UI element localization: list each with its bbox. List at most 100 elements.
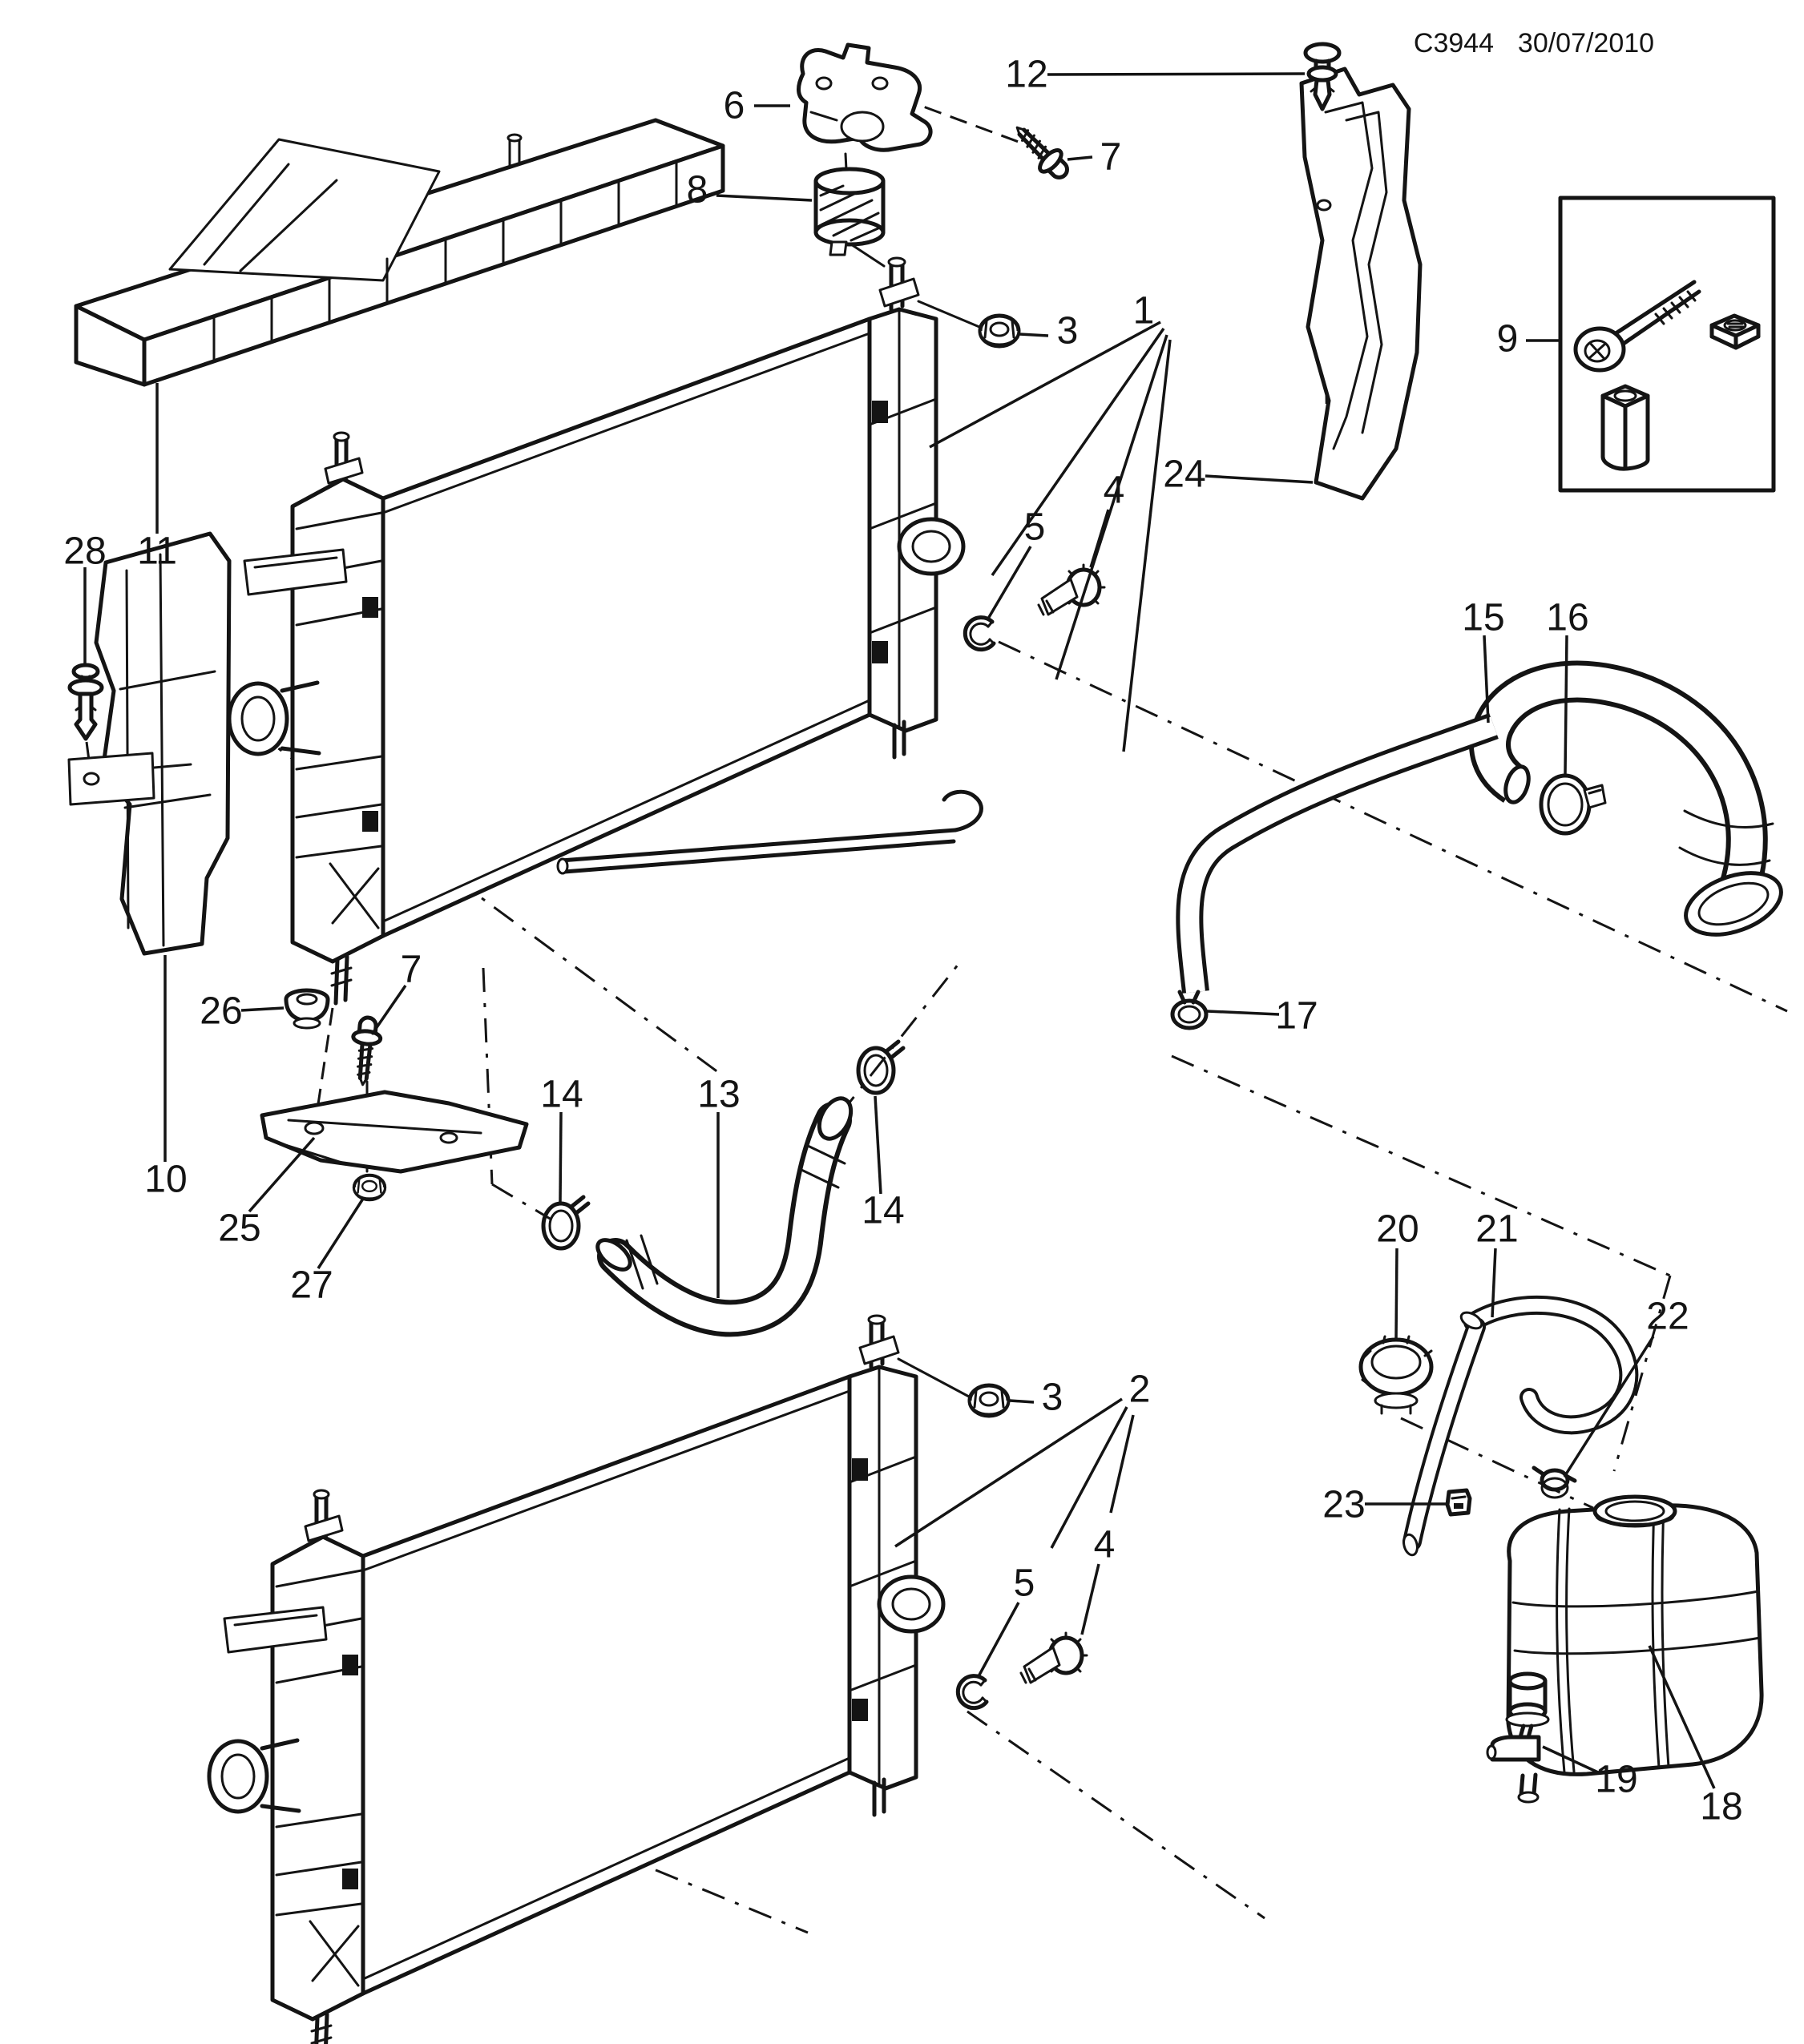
upper-crossmember <box>74 118 725 387</box>
lower-mount-bushing-26 <box>284 988 330 1030</box>
hose-clamp-14-left <box>543 1197 588 1248</box>
hardware-kit-9 <box>1558 196 1776 493</box>
hose-clamp-22 <box>1532 1465 1577 1499</box>
push-rivet-12 <box>1303 42 1342 111</box>
callout-label-14: 14 <box>862 1190 904 1232</box>
callout-label-4: 4 <box>1104 470 1125 512</box>
callout-label-26: 26 <box>200 990 242 1033</box>
callout-leader-12 <box>1047 72 1306 76</box>
radiator-1-upper <box>229 258 963 1003</box>
callout-leader-25 <box>248 1136 316 1213</box>
callout-label-27: 27 <box>290 1264 333 1307</box>
callout-label-7: 7 <box>401 949 422 991</box>
nut-3-upper <box>980 316 1019 346</box>
hose-clamp-14-right <box>858 1042 903 1093</box>
callout-label-23: 23 <box>1322 1484 1365 1526</box>
kit-square-nut <box>1709 313 1761 350</box>
drawing-code: C3944 <box>1414 28 1494 58</box>
callout-label-11: 11 <box>137 530 177 573</box>
callout-leader-15 <box>1483 635 1490 724</box>
screw-7-upper <box>1007 118 1074 184</box>
callout-leader-16 <box>1564 635 1568 775</box>
callout-leader-24 <box>1205 474 1314 484</box>
upper-hose-assembly <box>556 660 1783 1030</box>
callout-label-14: 14 <box>540 1074 583 1116</box>
hose-clamp-17 <box>1170 990 1209 1030</box>
lower-mount-bracket-25 <box>260 1090 529 1174</box>
retaining-clip-23 <box>1445 1488 1472 1517</box>
callout-leader-4 <box>1089 509 1110 568</box>
callout-label-21: 21 <box>1475 1208 1518 1251</box>
callout-leader-8 <box>716 194 813 202</box>
callout-label-10: 10 <box>144 1159 187 1201</box>
callout-leader-26 <box>240 1006 285 1012</box>
level-sensor-19 <box>1486 1671 1550 1762</box>
callout-leader-3 <box>1009 1399 1035 1404</box>
callout-label-25: 25 <box>218 1207 260 1250</box>
callout-leader-27 <box>317 1198 365 1269</box>
drain-cock-4-upper <box>1039 565 1104 615</box>
kit-spacer-sleeve <box>1600 384 1650 471</box>
clip-5-upper <box>965 618 994 650</box>
callout-leader-18 <box>1648 1645 1716 1789</box>
kit-bolt <box>1573 280 1701 373</box>
callout-label-24: 24 <box>1163 454 1205 496</box>
callout-label-3: 3 <box>1042 1377 1063 1419</box>
callout-label-2: 2 <box>1129 1369 1151 1411</box>
callout-leader-2 <box>894 1397 1123 1548</box>
callout-leader-17 <box>1206 1010 1280 1016</box>
callout-label-6: 6 <box>724 85 745 127</box>
callout-leader-21 <box>1491 1248 1497 1318</box>
callout-leader-5 <box>987 546 1032 619</box>
callout-leader-1 <box>929 321 1161 449</box>
callout-label-12: 12 <box>1005 54 1047 96</box>
clip-5-lower <box>958 1676 987 1708</box>
callout-leader-14 <box>874 1095 882 1195</box>
expansion-tank-18 <box>1506 1494 1764 1804</box>
callout-label-22: 22 <box>1646 1296 1689 1338</box>
callout-leader-7 <box>370 985 407 1035</box>
drawing-date: 30/07/2010 <box>1518 28 1654 58</box>
callout-label-28: 28 <box>63 530 106 573</box>
callout-label-19: 19 <box>1595 1759 1637 1801</box>
callout-label-3: 3 <box>1057 310 1079 353</box>
callout-leader-2 <box>1109 1414 1135 1514</box>
callout-label-17: 17 <box>1275 995 1318 1038</box>
callout-leader-19 <box>1542 1745 1599 1774</box>
callout-label-13: 13 <box>697 1074 740 1116</box>
nut-3-axis-upper <box>917 300 981 329</box>
callout-leader-4 <box>1080 1563 1100 1635</box>
callout-label-8: 8 <box>687 169 708 212</box>
rubber-bushing-8 <box>813 167 886 256</box>
right-side-panel <box>1299 67 1423 501</box>
hose-clamp-16 <box>1539 773 1607 836</box>
vent-hose-21 <box>1402 1295 1639 1557</box>
callout-label-9: 9 <box>1497 318 1519 361</box>
top-mounting-bracket <box>797 42 933 152</box>
callout-leader-20 <box>1394 1248 1398 1342</box>
lower-hose-assembly <box>543 1042 903 1337</box>
left-air-deflector <box>67 531 232 956</box>
nut-3-lower <box>970 1385 1008 1416</box>
callout-leader-1 <box>1122 339 1172 752</box>
nut-3-axis-lower <box>897 1357 971 1398</box>
callout-label-18: 18 <box>1700 1786 1742 1828</box>
callout-label-5: 5 <box>1024 506 1046 549</box>
callout-leader-14 <box>559 1111 563 1203</box>
callout-label-5: 5 <box>1014 1562 1035 1605</box>
nut-27 <box>354 1175 385 1199</box>
callout-leader-2 <box>1050 1406 1128 1549</box>
callout-label-1: 1 <box>1133 290 1155 333</box>
callout-leader-3 <box>1019 333 1049 337</box>
radiator-2-lower <box>209 1316 943 2044</box>
callout-leader-1 <box>991 328 1165 576</box>
push-pin-28 <box>67 663 104 741</box>
callout-label-20: 20 <box>1376 1208 1419 1251</box>
callout-label-7: 7 <box>1100 136 1122 179</box>
callout-label-4: 4 <box>1094 1524 1116 1566</box>
callout-leader-5 <box>976 1602 1020 1679</box>
callout-leader-22 <box>1563 1336 1655 1478</box>
